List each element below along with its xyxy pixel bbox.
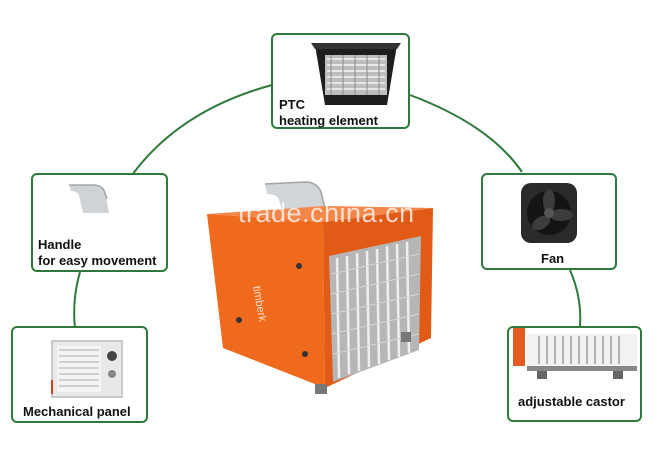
ptc-heating-element-image: [311, 43, 401, 105]
fan-feature-card: Fan: [481, 173, 617, 270]
castor-image: [513, 328, 637, 379]
fan-label: Fan: [541, 251, 565, 266]
panel-feature-card: Mechanical panel: [11, 326, 148, 423]
castor-label: adjustable castor: [518, 394, 625, 409]
handle-label-line1: Handle: [38, 237, 82, 252]
ptc-feature-card: PTC heating element: [271, 33, 410, 129]
ptc-label-line2: heating element: [279, 113, 378, 128]
mechanical-panel-image: [51, 340, 123, 398]
panel-label: Mechanical panel: [23, 404, 131, 419]
handle-label-line2: for easy movement: [38, 253, 157, 268]
castor-feature-card: adjustable castor: [507, 326, 642, 422]
watermark-text: trade.china.cn: [238, 198, 415, 228]
handle-feature-card: Handle for easy movement: [31, 173, 168, 272]
fan-image: [521, 183, 577, 243]
heater-product-image: [207, 181, 433, 394]
ptc-label-line1: PTC: [279, 97, 305, 112]
handle-image: [69, 184, 109, 213]
